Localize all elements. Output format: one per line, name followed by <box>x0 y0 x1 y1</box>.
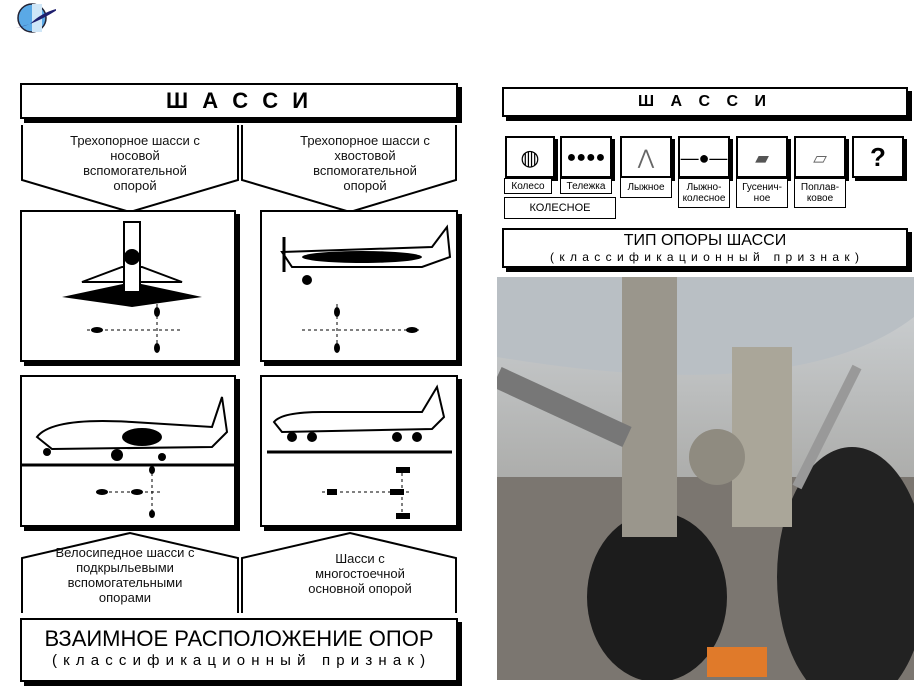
label-multi-strut-gear: Шасси с многостоечной основной опорой <box>308 550 412 596</box>
panel-multi-strut-gear <box>260 375 458 527</box>
right-footer-sub: ( к л а с с и ф и к а ц и о н н ы й п р … <box>550 250 860 264</box>
left-footer-title: ВЗАИМНОЕ РАСПОЛОЖЕНИЕ ОПОР <box>44 626 434 651</box>
aircraft-bicycle-icon <box>22 396 234 518</box>
type-label-wheel: Колесо <box>504 178 552 194</box>
type-ski-wheel-icon: —●— <box>678 136 730 178</box>
type-label-ski: Лыжное <box>620 178 672 198</box>
label-nose-gear: Трехопорное шасси с носовой вспомогатель… <box>70 133 200 193</box>
bottom-bracket <box>21 531 457 613</box>
type-track-icon: ▰ <box>736 136 788 178</box>
left-title: Ш А С С И <box>165 88 313 113</box>
aircraft-fighter-icon <box>62 221 202 353</box>
right-title-bar: Ш А С С И <box>502 87 908 117</box>
landing-gear-photo <box>497 277 914 680</box>
left-footer-bar: ВЗАИМНОЕ РАСПОЛОЖЕНИЕ ОПОР ( к л а с с и… <box>20 618 458 682</box>
label-bicycle-gear: Велосипедное шасси с подкрыльевыми вспом… <box>55 545 195 605</box>
type-label-ski-wheel: Лыжно-колесное <box>678 178 730 208</box>
unknown-mark: ? <box>870 141 886 172</box>
type-label-track: Гусенич-ное <box>736 178 788 208</box>
type-label-bogie: Тележка <box>560 178 612 194</box>
panel-nose-gear <box>20 210 236 362</box>
panel-tail-gear <box>260 210 458 362</box>
top-bracket <box>21 125 457 214</box>
right-title: Ш А С С И <box>637 93 773 110</box>
type-label-float: Поплав-ковое <box>794 178 846 208</box>
type-ski-icon: ⋀ <box>620 136 672 178</box>
logo-icon <box>16 3 56 33</box>
type-wheel-icon: ◍ <box>505 136 555 178</box>
left-footer-sub: ( к л а с с и ф и к а ц и о н н ы й п р … <box>51 652 427 669</box>
right-footer-title: ТИП ОПОРЫ ШАССИ <box>623 232 787 249</box>
type-float-icon: ⏥ <box>794 136 846 178</box>
group-label-wheeled: КОЛЕСНОЕ <box>504 197 616 219</box>
aircraft-airliner-icon <box>267 384 452 519</box>
label-tail-gear: Трехопорное шасси с хвостовой вспомогате… <box>300 133 430 193</box>
right-footer-bar: ТИП ОПОРЫ ШАССИ ( к л а с с и ф и к а ц … <box>502 228 908 268</box>
aircraft-propeller-icon <box>280 224 452 353</box>
panel-bicycle-gear <box>20 375 236 527</box>
left-title-bar: Ш А С С И <box>20 83 458 119</box>
type-bogie-icon: ●●●● <box>560 136 612 178</box>
type-unknown: ? <box>852 136 904 178</box>
